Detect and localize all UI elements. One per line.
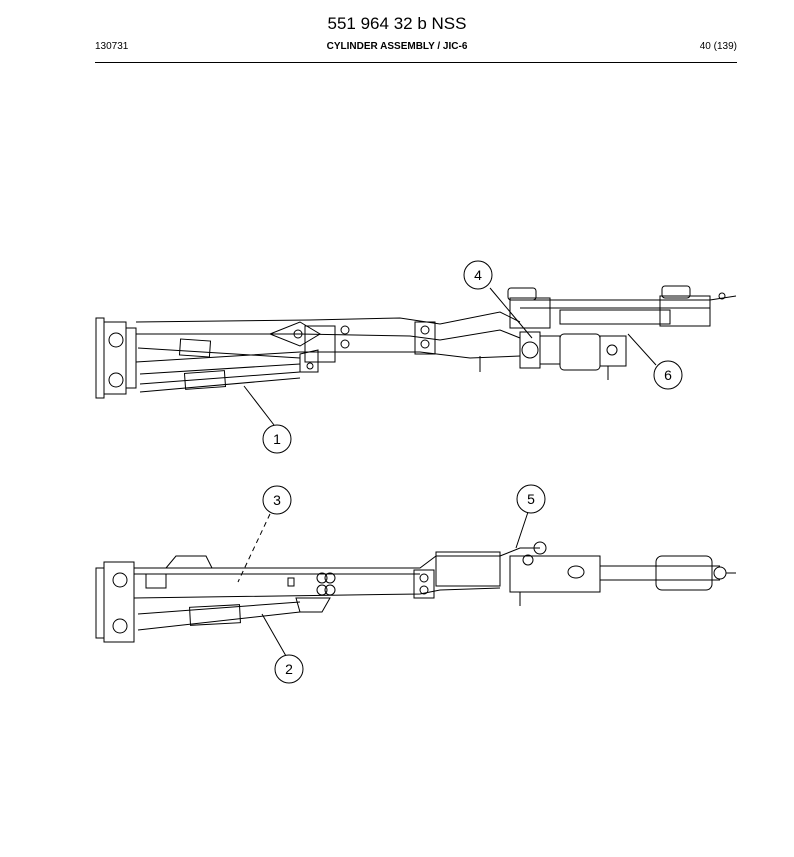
bottom-boom-assembly (95, 541, 736, 643)
callout-3: 3 (262, 485, 292, 515)
leader-6 (627, 333, 657, 366)
callout-5: 5 (516, 484, 546, 514)
callout-6-label: 6 (664, 367, 672, 383)
date-code: 130731 (95, 41, 129, 52)
leader-5 (515, 511, 529, 549)
callout-1: 1 (262, 424, 292, 454)
callout-2: 2 (274, 654, 304, 684)
callout-1-label: 1 (273, 431, 281, 447)
callout-3-label: 3 (273, 492, 281, 508)
header-rule (95, 62, 737, 63)
callout-2-label: 2 (285, 661, 293, 677)
mount-plate (95, 317, 105, 399)
callout-4-label: 4 (474, 267, 482, 283)
callout-6: 6 (653, 360, 683, 390)
page-number: 40 (139) (699, 41, 737, 52)
leader-2 (261, 613, 287, 657)
leader-1 (243, 385, 275, 426)
leader-4 (489, 287, 533, 339)
top-boom-assembly (95, 285, 737, 399)
callout-5-label: 5 (527, 491, 535, 507)
section-title: CYLINDER ASSEMBLY / JIC-6 (326, 41, 468, 52)
leader-3 (237, 513, 271, 583)
callout-4: 4 (463, 260, 493, 290)
document-number: 551 964 32 b NSS (327, 14, 467, 33)
